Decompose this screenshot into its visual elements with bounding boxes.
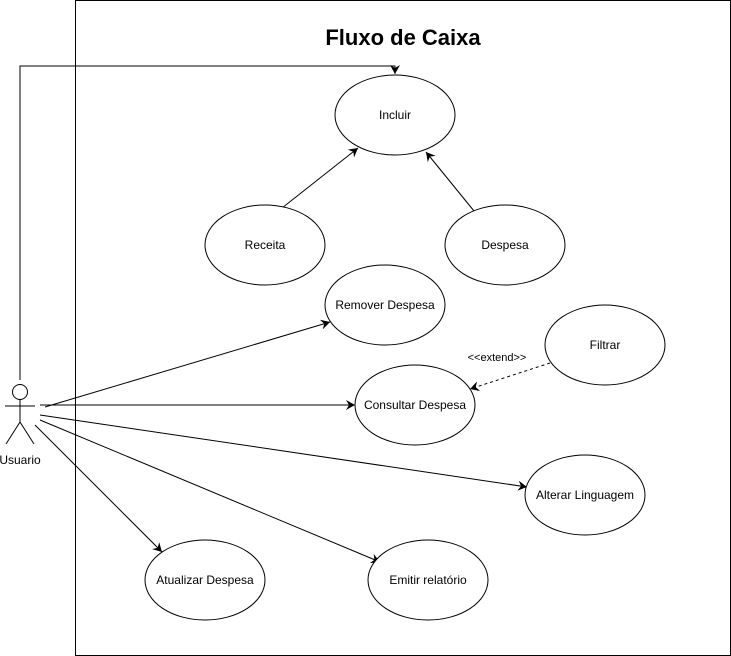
association-usuario-remover xyxy=(44,319,331,408)
extend-filtrar-consultar xyxy=(469,362,551,391)
use-case-alterar-linguagem-label: Alterar Linguagem xyxy=(536,488,634,502)
use-case-receita-label: Receita xyxy=(245,238,286,252)
use-case-remover-despesa[interactable]: Remover Despesa xyxy=(324,264,446,346)
actor-usuario[interactable]: Usuario xyxy=(0,384,41,468)
use-case-filtrar-label: Filtrar xyxy=(590,338,621,352)
actor-head xyxy=(12,384,28,400)
use-case-despesa[interactable]: Despesa xyxy=(444,204,566,286)
use-case-atualizar-despesa[interactable]: Atualizar Despesa xyxy=(144,539,266,621)
actor-left-leg xyxy=(5,421,21,445)
actor-right-leg xyxy=(19,421,35,445)
extend-stereotype-label: <<extend>> xyxy=(468,352,527,364)
use-case-despesa-label: Despesa xyxy=(481,238,529,252)
use-case-filtrar[interactable]: Filtrar xyxy=(544,304,666,386)
use-case-emitir-relatorio[interactable]: Emitir relatório xyxy=(367,539,489,621)
generalization-receita-incluir xyxy=(281,147,359,209)
use-case-remover-despesa-label: Remover Despesa xyxy=(335,298,435,312)
diagram-title: Fluxo de Caixa xyxy=(325,25,481,50)
use-case-consultar-despesa[interactable]: Consultar Despesa xyxy=(354,364,476,446)
generalization-despesa-incluir xyxy=(425,151,475,212)
use-case-consultar-despesa-label: Consultar Despesa xyxy=(364,398,466,412)
use-case-alterar-linguagem[interactable]: Alterar Linguagem xyxy=(524,454,646,536)
use-case-receita[interactable]: Receita xyxy=(204,204,326,286)
actor-label: Usuario xyxy=(0,453,41,467)
use-case-incluir[interactable]: Incluir xyxy=(334,74,456,156)
association-usuario-incluir xyxy=(19,65,400,380)
use-case-atualizar-despesa-label: Atualizar Despesa xyxy=(156,573,254,587)
association-usuario-alterar xyxy=(39,414,528,491)
association-usuario-atualizar xyxy=(34,424,163,553)
use-case-incluir-label: Incluir xyxy=(379,108,411,122)
use-case-emitir-relatorio-label: Emitir relatório xyxy=(389,573,467,587)
association-usuario-emitir xyxy=(39,419,381,564)
